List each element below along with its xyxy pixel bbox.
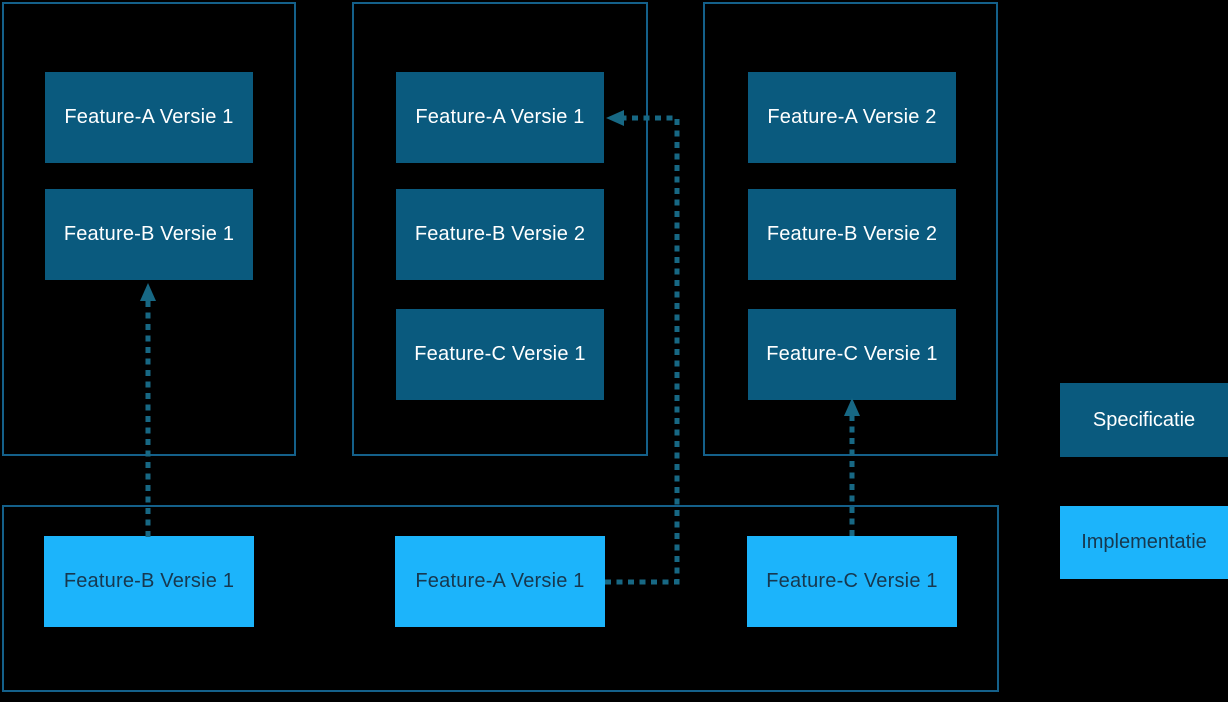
spec-box-col3-feature-c: Feature-C Versie 1 <box>748 309 956 400</box>
spec-box-label: Feature-B Versie 2 <box>414 223 586 245</box>
legend-implementation-label: Implementatie <box>1081 531 1207 553</box>
impl-box-feature-c: Feature-C Versie 1 <box>747 536 957 627</box>
specification-container-3: Feature-A Versie 2 Feature-B Versie 2 Fe… <box>703 2 998 456</box>
spec-box-col3-feature-a: Feature-A Versie 2 <box>748 72 956 163</box>
legend-specification-label: Specificatie <box>1092 408 1196 431</box>
impl-box-label: Feature-B Versie 1 <box>63 570 235 592</box>
implementation-container: Feature-B Versie 1 Feature-A Versie 1 Fe… <box>2 505 999 692</box>
spec-box-col3-feature-b: Feature-B Versie 2 <box>748 189 956 280</box>
impl-box-label: Feature-A Versie 1 <box>415 570 585 592</box>
spec-box-label: Feature-C Versie 1 <box>766 343 938 365</box>
specification-container-1: Feature-A Versie 1 Feature-B Versie 1 <box>2 2 296 456</box>
spec-box-label: Feature-C Versie 1 <box>414 343 586 365</box>
impl-box-feature-b: Feature-B Versie 1 <box>44 536 254 627</box>
spec-box-label: Feature-A Versie 1 <box>415 106 585 128</box>
spec-box-label: Feature-A Versie 2 <box>767 106 937 128</box>
spec-box-col1-feature-a: Feature-A Versie 1 <box>45 72 253 163</box>
spec-box-label: Feature-B Versie 1 <box>63 223 235 245</box>
impl-box-label: Feature-C Versie 1 <box>766 570 938 592</box>
spec-box-col2-feature-a: Feature-A Versie 1 <box>396 72 604 163</box>
legend-implementation: Implementatie <box>1060 506 1228 579</box>
spec-box-col2-feature-c: Feature-C Versie 1 <box>396 309 604 400</box>
spec-box-label: Feature-B Versie 2 <box>766 223 938 245</box>
specification-container-2: Feature-A Versie 1 Feature-B Versie 2 Fe… <box>352 2 648 456</box>
impl-box-feature-a: Feature-A Versie 1 <box>395 536 605 627</box>
spec-box-label: Feature-A Versie 1 <box>64 106 234 128</box>
legend-specification: Specificatie <box>1060 383 1228 457</box>
spec-box-col2-feature-b: Feature-B Versie 2 <box>396 189 604 280</box>
spec-box-col1-feature-b: Feature-B Versie 1 <box>45 189 253 280</box>
